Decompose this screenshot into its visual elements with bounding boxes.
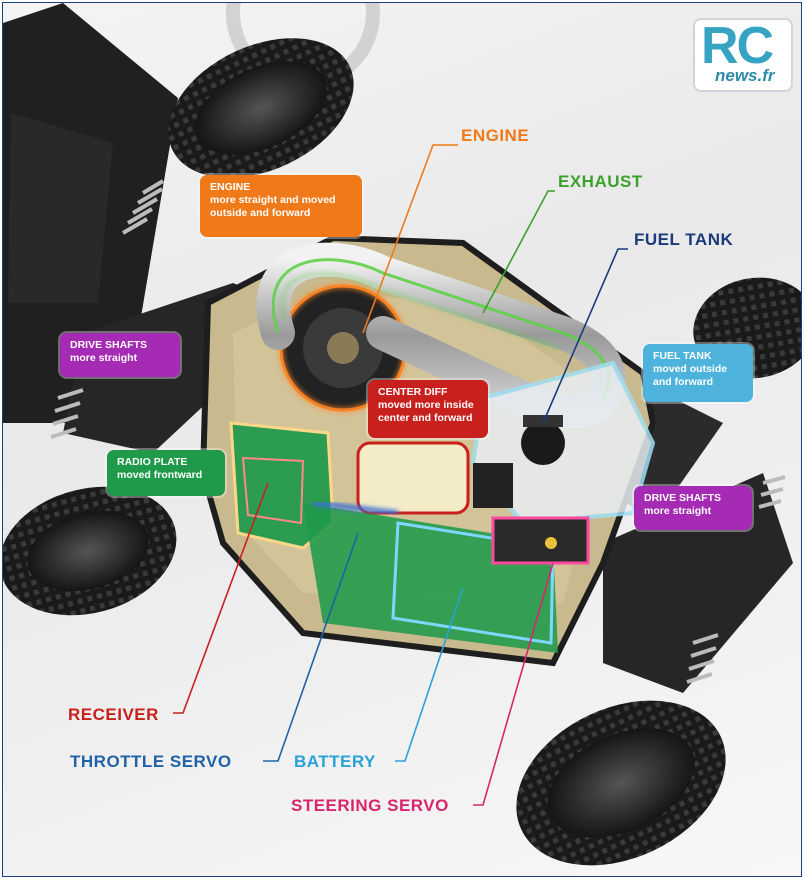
callout-drive-shafts-right-desc: more straight bbox=[644, 505, 712, 517]
throttle-servo-leader bbox=[263, 532, 359, 762]
callout-fuel-tank: FUEL TANK moved outside and forward bbox=[643, 344, 753, 402]
center-diff-part bbox=[356, 441, 470, 515]
callout-drive-shafts-right-title: DRIVE SHAFTS bbox=[644, 492, 722, 504]
throttle-servo-part bbox=[312, 500, 399, 516]
buggy-illustration bbox=[3, 3, 801, 866]
callout-engine-desc: more straight and moved outside and forw… bbox=[210, 194, 336, 219]
rear-shock bbox=[50, 179, 165, 439]
fuel-tank-part bbox=[470, 360, 656, 526]
callout-engine: ENGINE more straight and moved outside a… bbox=[200, 175, 362, 237]
exhaust-leader bbox=[482, 190, 555, 314]
label-battery: BATTERY bbox=[294, 752, 376, 771]
label-exhaust: EXHAUST bbox=[558, 172, 643, 191]
callout-drive-shafts-left: DRIVE SHAFTS more straight bbox=[60, 333, 180, 377]
callout-drive-shafts-left-title: DRIVE SHAFTS bbox=[70, 339, 148, 351]
callout-radio-plate-desc: moved frontward bbox=[117, 469, 203, 481]
callout-engine-title: ENGINE bbox=[210, 181, 251, 193]
callout-fuel-tank-title: FUEL TANK bbox=[653, 350, 712, 362]
steering-servo-part bbox=[491, 516, 590, 565]
wheel-front-bottom bbox=[516, 700, 726, 866]
label-throttle-servo: THROTTLE SERVO bbox=[70, 752, 232, 771]
engine-leader bbox=[362, 144, 458, 334]
battery-leader bbox=[395, 587, 464, 762]
callout-drive-shafts-right: DRIVE SHAFTS more straight bbox=[634, 486, 752, 530]
callout-fuel-tank-desc: moved outside and forward bbox=[653, 363, 728, 388]
logo-main: RC bbox=[701, 17, 774, 75]
rcnews-logo: RC news.fr bbox=[693, 17, 793, 92]
callout-center-diff-title: CENTER DIFF bbox=[378, 386, 448, 398]
label-steering-servo: STEERING SERVO bbox=[291, 796, 449, 815]
wheel-rear-bottom bbox=[3, 486, 177, 616]
logo-sub: news.fr bbox=[715, 66, 775, 85]
front-shock bbox=[686, 475, 786, 684]
receiver-leader bbox=[173, 482, 269, 714]
label-receiver: RECEIVER bbox=[68, 705, 159, 724]
wheel-rear-top bbox=[168, 38, 354, 178]
callout-radio-plate: RADIO PLATE moved frontward bbox=[107, 450, 225, 496]
label-engine: ENGINE bbox=[461, 126, 530, 145]
callout-center-diff: CENTER DIFF moved more inside center and… bbox=[368, 380, 488, 438]
callout-drive-shafts-left-desc: more straight bbox=[70, 352, 138, 364]
label-fuel-tank: FUEL TANK bbox=[634, 230, 734, 249]
callout-center-diff-desc: moved more inside center and forward bbox=[378, 399, 474, 424]
steering-servo-leader bbox=[473, 562, 554, 806]
leader-lines bbox=[173, 144, 628, 806]
callout-radio-plate-title: RADIO PLATE bbox=[117, 456, 188, 468]
fuel-tank-leader bbox=[542, 248, 628, 424]
